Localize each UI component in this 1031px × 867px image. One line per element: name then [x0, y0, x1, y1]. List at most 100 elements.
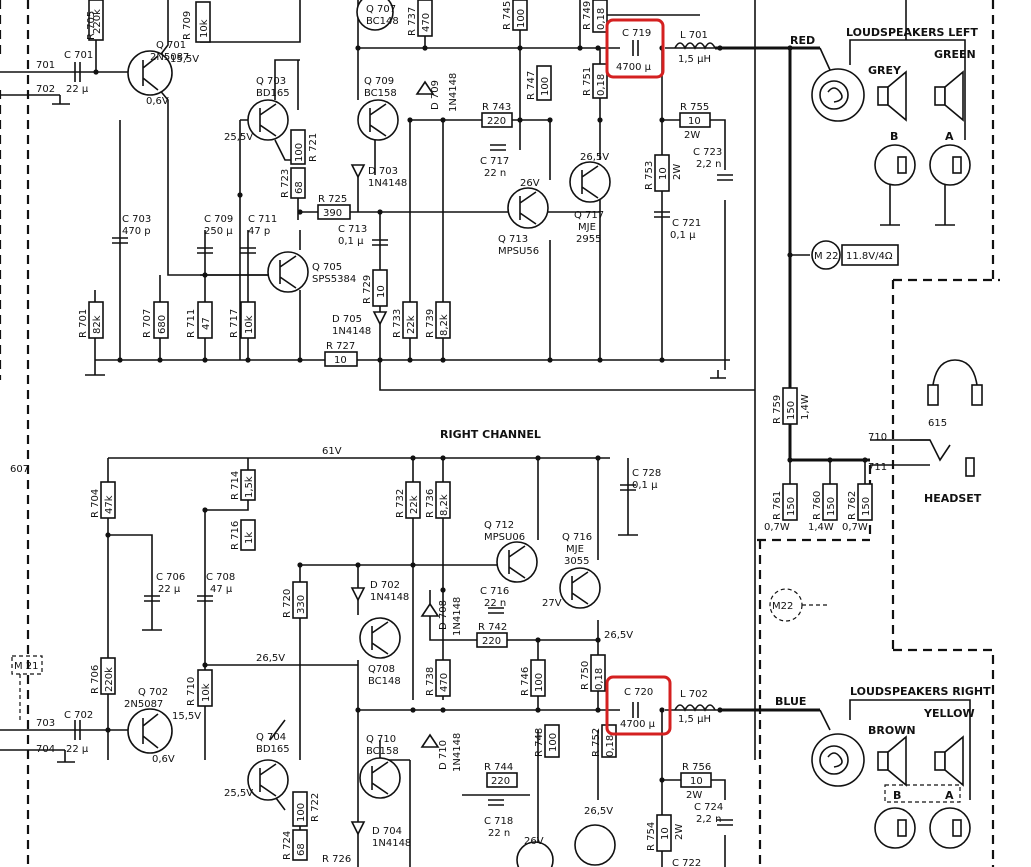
label-r723-val: 68	[294, 181, 305, 194]
highlight-c719	[605, 18, 665, 79]
label-c711: C 711	[248, 214, 277, 225]
label-c716: C 716	[480, 586, 509, 597]
label-node-711: 711	[868, 462, 887, 473]
label-r716-val: 1k	[244, 532, 255, 544]
label-q717: Q 717	[574, 210, 604, 221]
transistor-q718	[516, 841, 554, 867]
label-q716: Q 716	[562, 532, 592, 543]
label-r754: R 754	[646, 822, 657, 851]
label-q703: Q 703	[256, 76, 286, 87]
label-c728-val: 0,1 µ	[632, 480, 658, 491]
label-q716-v: 27V	[542, 598, 562, 609]
label-r729: R 729	[362, 275, 373, 304]
label-q710: Q 710	[366, 734, 396, 745]
label-r744-val: 220	[491, 776, 510, 787]
diodes	[350, 80, 440, 836]
label-r756: R 756	[682, 762, 711, 773]
label-r704-val: 47k	[104, 495, 115, 514]
label-r752: R 752	[591, 728, 602, 757]
transistor-q710	[359, 757, 401, 799]
label-q717-type2: 2955	[576, 234, 601, 245]
label-red: RED	[790, 34, 815, 47]
label-r706: R 706	[90, 665, 101, 694]
label-r760-w: 1,4W	[808, 522, 834, 533]
label-r709-val: 10k	[199, 19, 210, 38]
label-r747-val: 100	[540, 77, 551, 96]
label-headset: HEADSET	[924, 492, 982, 505]
label-v265b: 26,5V	[604, 630, 633, 641]
label-a: A	[945, 130, 954, 143]
label-r714-val: 1,5k	[244, 476, 255, 498]
label-q703-type: BD165	[256, 88, 290, 99]
label-r722-val: 100	[296, 803, 307, 822]
label-r725-val: 390	[323, 208, 342, 219]
label-c719-val: 4700 µ	[616, 62, 652, 73]
label-r762-w: 0,7W	[842, 522, 868, 533]
label-r710: R 710	[186, 677, 197, 706]
label-r750-val: 0,18	[594, 668, 605, 690]
label-r744: R 744	[484, 762, 513, 773]
label-b: B	[890, 130, 898, 143]
transistor-q701	[127, 50, 173, 96]
label-c711-val: 47 p	[248, 226, 270, 237]
label-c713-val: 0,1 µ	[338, 236, 364, 247]
transistor-q709	[357, 99, 399, 141]
label-q702-v1: 15,5V	[172, 711, 201, 722]
label-q713-v: 26V	[520, 178, 540, 189]
label-r747: R 747	[526, 71, 537, 100]
label-l701: L 701	[680, 30, 708, 41]
label-q712-type: MPSU06	[484, 532, 525, 543]
label-r760: R 760	[812, 491, 823, 520]
label-r701-val: 82k	[92, 315, 103, 334]
label-r748: R 748	[534, 728, 545, 757]
transistor-q713	[507, 187, 549, 229]
label-r749: R 749	[582, 1, 593, 30]
label-d704: D 704	[372, 826, 402, 837]
transistor-q705	[267, 251, 309, 293]
label-r756-val: 10	[690, 776, 703, 787]
label-d709: D 709	[430, 80, 441, 110]
label-grey: GREY	[868, 64, 902, 77]
label-r720-val: 330	[296, 595, 307, 614]
label-c721: C 721	[672, 218, 701, 229]
label-r705: R 705	[86, 11, 97, 40]
label-r745: R 745	[502, 1, 513, 30]
label-d703-type: 1N4148	[368, 178, 407, 189]
label-r761-val: 150	[786, 497, 797, 516]
label-r736: R 736	[425, 489, 436, 518]
label-d703: D 703	[368, 166, 398, 177]
label-r762-val: 150	[861, 497, 872, 516]
label-r722: R 722	[310, 793, 321, 822]
label-c709-val: 250 µ	[204, 226, 233, 237]
label-r709: R 709	[182, 11, 193, 40]
label-q702-type: 2N5087	[124, 699, 163, 710]
label-r753: R 753	[644, 161, 655, 190]
label-r717-val: 10k	[244, 315, 255, 334]
label-d708: D 708	[438, 600, 449, 630]
label-q702-v2: 0,6V	[152, 754, 175, 765]
label-c701-val: 22 µ	[66, 84, 89, 95]
label-q709-type: BC158	[364, 88, 397, 99]
label-c723: C 723	[693, 147, 722, 158]
label-r727-val: 10	[334, 355, 347, 366]
label-c728: C 728	[632, 468, 661, 479]
label-r705-val: 220k	[92, 9, 103, 34]
output-devices	[11, 68, 983, 849]
label-r739-val: 8,2k	[439, 314, 450, 336]
label-c724: C 724	[694, 802, 723, 813]
label-q703-v: 25,5V	[224, 132, 253, 143]
label-r759-val: 150	[786, 401, 797, 420]
label-m22b: M22	[772, 601, 793, 612]
label-r749-val: 0,18	[596, 8, 607, 30]
label-r759: R 759	[772, 395, 783, 424]
label-r756-w: 2W	[686, 790, 702, 801]
label-brown: BROWN	[868, 724, 916, 737]
label-c708-val: 47 µ	[210, 584, 233, 595]
transistor-q719	[574, 824, 616, 866]
label-q701-type: 2N5087	[150, 52, 189, 63]
label-r723: R 723	[280, 169, 291, 198]
label-r710-val: 10k	[201, 683, 212, 702]
label-r754-w: 2W	[674, 824, 685, 840]
label-r707: R 707	[142, 309, 153, 338]
junction-dots	[93, 45, 868, 783]
